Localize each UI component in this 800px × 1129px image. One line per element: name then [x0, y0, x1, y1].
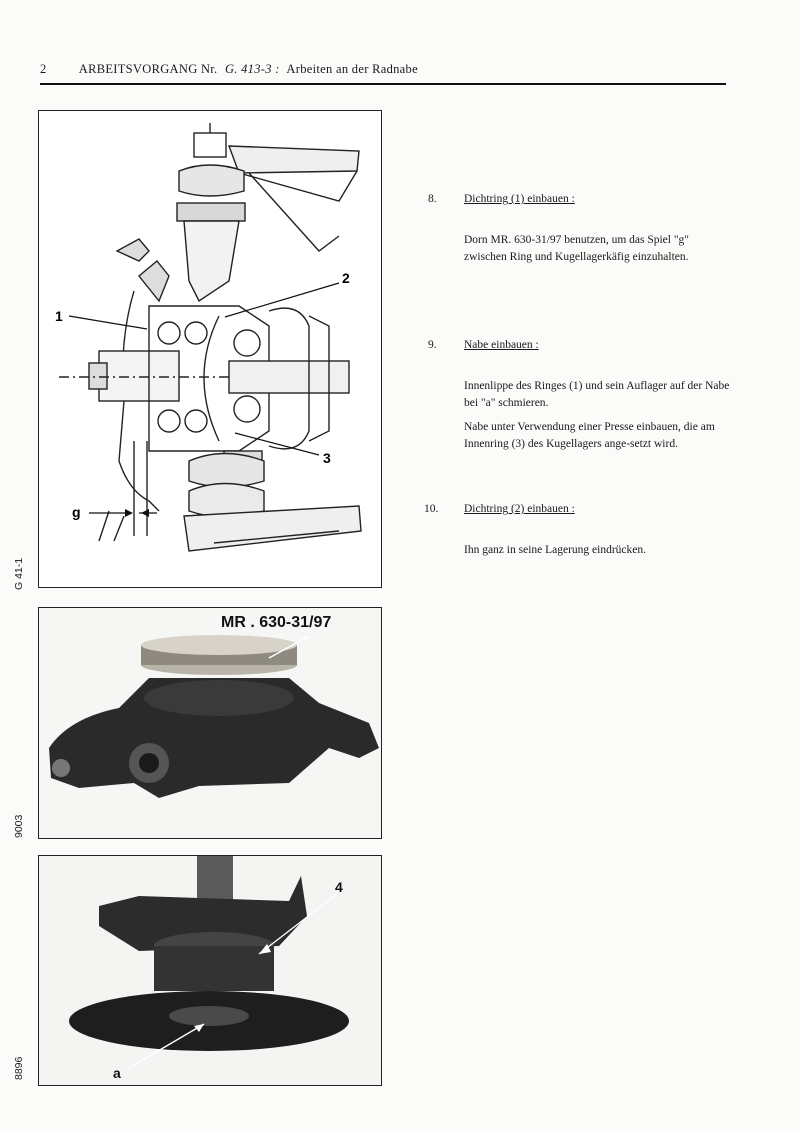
- operation-code: G. 413-3 :: [224, 62, 280, 76]
- operation-label: ARBEITSVORGANG Nr.: [78, 62, 218, 76]
- press-photo-svg: 4 a: [69, 856, 349, 1081]
- step-8-number: 8.: [428, 193, 437, 205]
- callout-a: a: [113, 1065, 121, 1081]
- step-8-text: Dorn MR. 630-31/97 benutzen, um das Spie…: [464, 234, 689, 263]
- tool-photo: MR . 630-31/97: [38, 607, 382, 839]
- header-rule: [40, 83, 726, 85]
- tool-photo-svg: MR . 630-31/97: [49, 614, 379, 798]
- step-10-title: Dichtring (2) einbauen :: [464, 503, 575, 515]
- step-8-title: Dichtring (1) einbauen :: [464, 193, 575, 205]
- callout-2: 2: [342, 270, 350, 286]
- step-9-title: Nabe einbauen :: [464, 339, 539, 351]
- page-number: 2: [40, 62, 47, 76]
- operation-title: Arbeiten an der Radnabe: [286, 62, 418, 76]
- callout-3: 3: [323, 450, 331, 466]
- tool-label: MR . 630-31/97: [221, 614, 331, 631]
- step-10-text: Ihn ganz in seine Lagerung eindrücken.: [464, 544, 647, 556]
- hub-drawing-svg: 1 2 3 g: [55, 123, 362, 552]
- drawing-side-label: G 41-1: [13, 557, 25, 590]
- step-10-number: 10.: [424, 503, 439, 515]
- press-photo: 4 a: [38, 855, 382, 1086]
- press-photo-side-label: 8896: [13, 1056, 25, 1080]
- callout-1: 1: [55, 308, 63, 324]
- page-header: 2 ARBEITSVORGANG Nr. G. 413-3 : Arbeiten…: [40, 62, 418, 77]
- tool-photo-side-label: 9003: [13, 814, 25, 838]
- step-9-number: 9.: [428, 339, 437, 351]
- callout-g: g: [72, 504, 81, 520]
- hub-section-drawing: 1 2 3 g: [38, 110, 382, 588]
- callout-4: 4: [335, 879, 343, 895]
- step-9-text-2: Nabe unter Verwendung einer Presse einba…: [464, 421, 715, 450]
- step-9-text-1: Innenlippe des Ringes (1) und sein Aufla…: [464, 380, 730, 409]
